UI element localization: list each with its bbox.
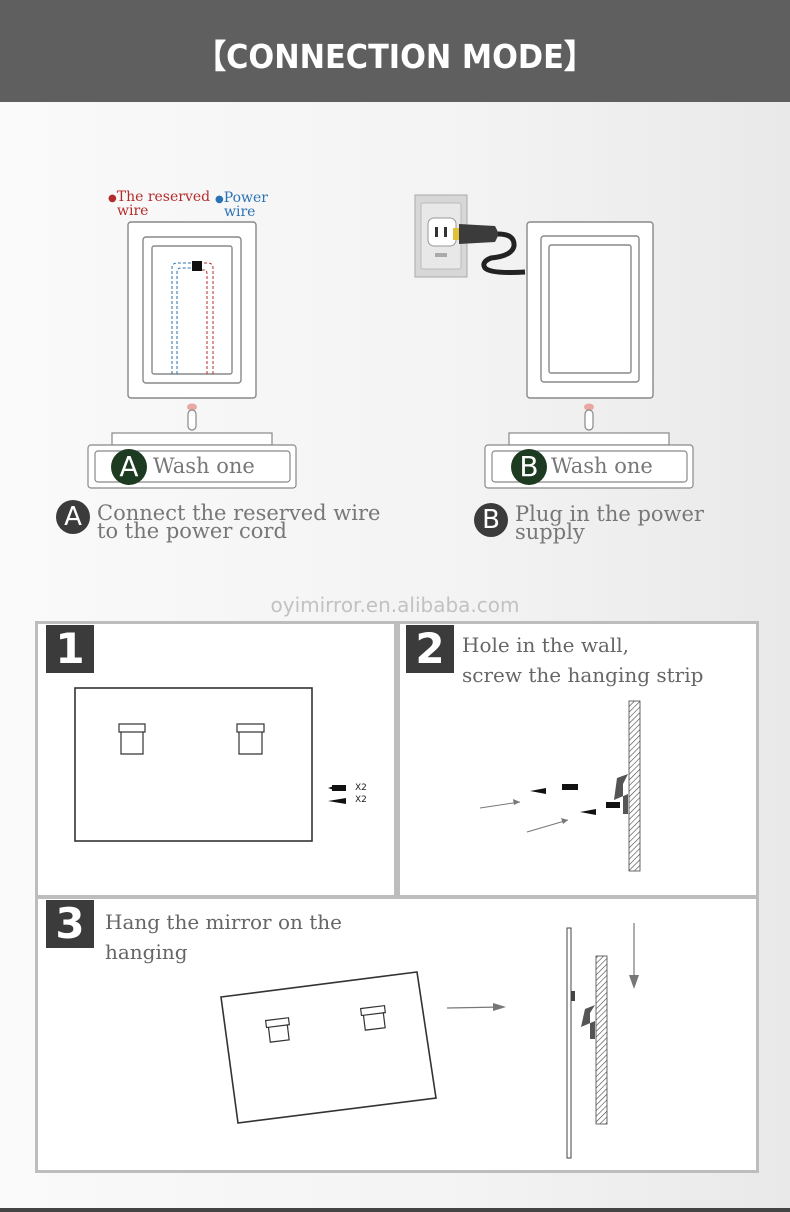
caption-letter-a: A (56, 500, 90, 534)
step-2-panel (397, 621, 759, 898)
step-2-illustration (479, 700, 641, 872)
reserved-wire-label: ●The reserved wire (108, 189, 211, 219)
step-2-text: Hole in the wall, screw the hanging stri… (462, 633, 704, 687)
letter-a-badge: A (111, 449, 147, 485)
caption-a: Connect the reserved wire to the power c… (97, 501, 381, 543)
letter-b-badge: B (511, 449, 547, 485)
diagram-a: ●The reserved wire ●Power wire A Wash on… (0, 0, 395, 560)
page-title: 【CONNECTION MODE】 (195, 37, 595, 76)
power-wire-label: ●Power wire (215, 190, 268, 220)
caption-letter-b: B (474, 503, 508, 537)
step-3-number: 3 (46, 900, 94, 948)
mirror-plug-diagram (414, 194, 694, 489)
step-1-illustration (74, 687, 346, 842)
bottom-rule (0, 1208, 790, 1212)
wash-label-b: Wash one (551, 454, 653, 478)
screw-icon (328, 785, 346, 804)
screw-quantity: X2 X2 (355, 783, 367, 805)
wash-label-a: Wash one (153, 454, 255, 478)
diagram-b: B Wash one B Plug in the power supply (395, 0, 790, 560)
step-1-number: 1 (46, 625, 94, 673)
step-3-text: Hang the mirror on the hanging (105, 910, 342, 964)
caption-b: Plug in the power supply (515, 502, 704, 544)
watermark: oyimirror.en.alibaba.com (270, 593, 520, 617)
step-2-number: 2 (406, 625, 454, 673)
header-bar (0, 0, 790, 102)
step-3-illustration (220, 923, 639, 1159)
